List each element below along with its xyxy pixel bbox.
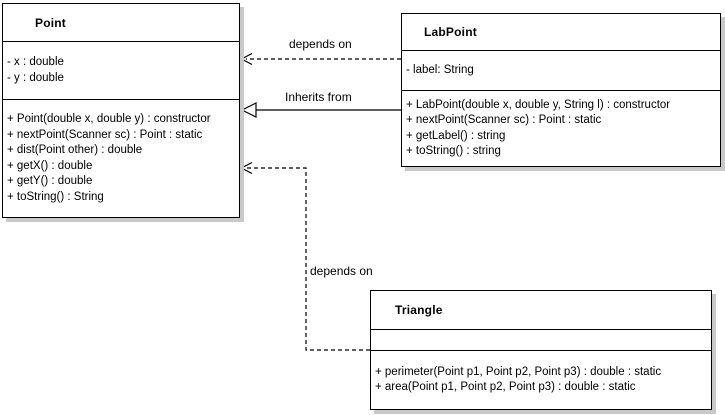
class-method: + Point(double x, double y) : constructo… xyxy=(7,113,211,125)
class-fields-labpoint: - label: String xyxy=(402,51,720,91)
class-box-labpoint: LabPoint - label: String + LabPoint(doub… xyxy=(401,13,721,167)
class-title-labpoint: LabPoint xyxy=(402,14,720,51)
edge-label-inherits-from: Inherits from xyxy=(283,90,354,104)
class-box-point: Point - x : double - y : double + Point(… xyxy=(2,3,240,218)
class-method: + toString() : string xyxy=(406,145,501,157)
class-box-triangle: Triangle + perimeter(Point p1, Point p2,… xyxy=(370,290,712,410)
edge-label-depends-on-top: depends on xyxy=(287,37,354,51)
class-fields-point: - x : double - y : double xyxy=(3,42,239,100)
class-fields-triangle xyxy=(371,330,711,351)
class-field: - x : double xyxy=(7,56,64,68)
class-methods-labpoint: + LabPoint(double x, double y, String l)… xyxy=(402,91,720,166)
class-methods-point: + Point(double x, double y) : constructo… xyxy=(3,100,239,217)
class-method: + LabPoint(double x, double y, String l)… xyxy=(406,98,671,111)
edge-label-depends-on-bottom: depends on xyxy=(308,264,375,278)
class-method: + perimeter(Point p1, Point p2, Point p3… xyxy=(375,365,662,378)
class-methods-triangle: + perimeter(Point p1, Point p2, Point p3… xyxy=(371,351,711,409)
class-method: + getLabel() : string xyxy=(406,129,506,142)
class-method: + toString() : String xyxy=(7,190,104,203)
dependency-arrowhead-bottom xyxy=(240,161,253,175)
inheritance-arrowhead xyxy=(240,102,257,118)
dependency-edge-triangle-to-point xyxy=(246,167,370,351)
dependency-arrowhead-top xyxy=(240,52,253,66)
class-method: + area(Point p1, Point p2, Point p3) : d… xyxy=(375,381,636,393)
class-method: + getY() : double xyxy=(7,175,93,187)
class-method: + getX() : double xyxy=(7,159,93,172)
class-field: - y : double xyxy=(7,71,64,84)
class-title-triangle: Triangle xyxy=(371,291,711,330)
class-field: - label: String xyxy=(406,63,474,76)
class-title-point: Point xyxy=(3,4,239,42)
class-method: + nextPoint(Scanner sc) : Point : static xyxy=(7,128,203,141)
class-method: + dist(Point other) : double xyxy=(7,144,143,156)
class-method: + nextPoint(Scanner sc) : Point : static xyxy=(406,114,602,126)
